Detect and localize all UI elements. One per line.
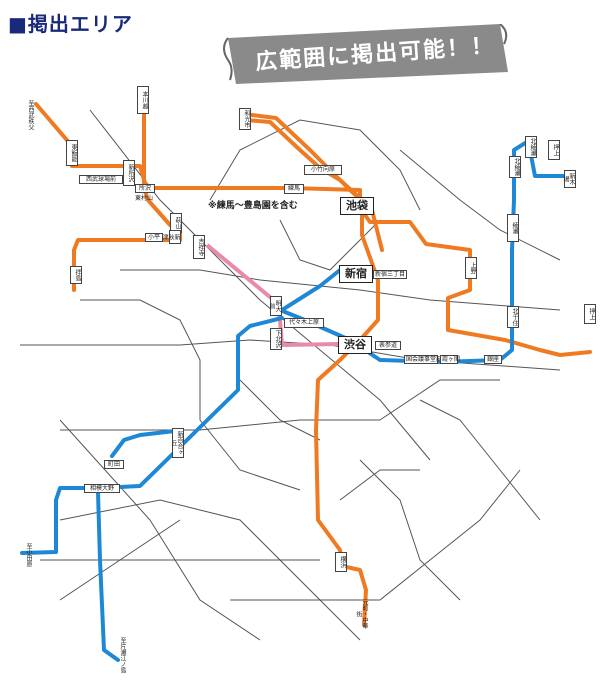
station-shinjuku: 新宿: [339, 265, 373, 283]
station-shinjuku3: 新宿三丁目: [373, 270, 407, 279]
station-ikebukuro: 池袋: [340, 197, 374, 215]
station-ginza: 銀座: [484, 355, 502, 364]
page-title: ■掲出エリア: [8, 12, 133, 36]
station-shin-tokorosawa: 新所沢: [123, 160, 135, 186]
note-text: ※練馬～豊島園を含む: [208, 201, 298, 211]
shinjuku-link: [280, 268, 342, 312]
station-kichijoji: 吉祥寺: [193, 235, 205, 259]
station-kokkai: 国会議事堂前: [404, 355, 443, 364]
station-yokohama: 横浜: [335, 552, 347, 572]
station-shin-kiba: 新木場: [562, 170, 576, 188]
station-kasumigaseki: 霞ヶ関: [440, 355, 461, 364]
station-nerima: 練馬: [284, 184, 304, 194]
station-hagiyama: 萩山: [170, 213, 182, 233]
seibu-ikebukuro-line: [34, 102, 592, 357]
seibu-shinjuku-line: [72, 100, 182, 292]
station-shibuya: 渋谷: [338, 336, 372, 354]
banner-ribbon: [223, 24, 508, 84]
fukutoshin-line: [244, 108, 380, 342]
station-meidaimae: 明大前: [268, 296, 282, 316]
station-higashi-hanno: 東飯能: [66, 140, 78, 166]
station-odawara: 至小田原: [25, 543, 32, 567]
station-higashimurayama: 東村山: [134, 195, 153, 202]
station-omotesando: 表参道: [375, 341, 401, 350]
station-machida: 町田: [104, 460, 124, 469]
station-ayase: 綾瀬: [507, 214, 519, 242]
station-motomachi: 元町・中華街: [355, 599, 368, 629]
station-kitaayase: 北綾瀬: [525, 136, 537, 158]
odakyu-branch: [96, 490, 120, 662]
station-seibu-chichibu: 至西武秩父: [27, 100, 34, 130]
station-kitasenju: 北千住: [507, 306, 519, 328]
station-sagamiono: 相模大野: [84, 484, 120, 493]
station-kotake: 小竹向原: [304, 165, 342, 175]
station-ueno: 上野: [465, 257, 477, 279]
station-yoyogi-uehara: 代々木上原: [284, 318, 324, 328]
station-haijima: 拝島: [70, 266, 82, 284]
station-shimokitazawa: 下北沢: [270, 328, 282, 350]
station-wakoshi: 和光市: [239, 108, 251, 130]
station-shin-yurigaoka: 新百合ヶ丘: [170, 428, 184, 458]
station-enoshima: 至片瀬江ノ島: [119, 637, 126, 673]
station-seibu-kyujo: 西武球場前: [79, 175, 123, 184]
station-kita-ayase-2: 北綾瀬: [509, 156, 521, 178]
toyoko-line: [314, 338, 368, 627]
station-tokorosawa: 所沢: [135, 184, 155, 193]
station-kodaira: 小平: [145, 233, 163, 242]
station-oshiage: 押上: [584, 304, 596, 324]
odakyu-tama: [110, 429, 177, 458]
station-kawagoe: 本川越: [137, 86, 149, 114]
blue-lines: [20, 138, 570, 662]
station-shin-akitsu: 新秋津: [161, 230, 181, 244]
station-oshiage-upper: 押上: [548, 140, 560, 160]
